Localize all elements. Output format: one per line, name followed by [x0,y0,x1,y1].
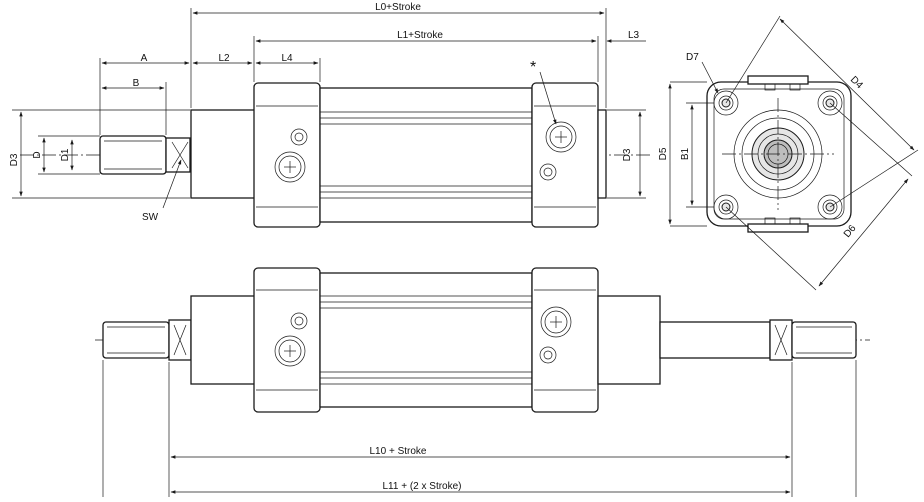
dim-d6: D6 [842,223,859,240]
dim-sw: SW [142,212,159,223]
dim-l3: L3 [628,30,640,41]
dim-d5: D5 [658,147,669,160]
side-view-top: * [20,59,650,228]
dim-d4: D4 [848,74,865,91]
rear-end-cap [531,82,599,228]
dim-l4: L4 [281,53,293,64]
rod-thread [99,135,191,175]
barrel [319,87,533,223]
left-end-cap [253,267,321,413]
rear-boss [597,109,607,199]
dim-l2: L2 [218,53,230,64]
right-bearing [597,295,661,385]
dimensions-bottom: L10 + Stroke L11 + (2 x Stroke) [102,360,857,497]
dim-l11: L11 + (2 x Stroke) [382,481,461,492]
dim-b1: B1 [680,147,691,160]
dimensions-top: L0+Stroke L1+Stroke L3 A L2 L4 B D3 [9,2,646,223]
dim-d3-right: D3 [622,148,633,161]
dim-a: A [141,53,148,64]
dim-d: D [32,151,43,158]
right-end-cap [531,267,599,413]
dim-l0: L0+Stroke [375,2,421,13]
left-bearing [190,295,256,385]
right-rod [659,319,857,361]
front-end-cap [253,82,321,228]
barrel-bottom [319,272,533,408]
dim-l1: L1+Stroke [397,30,443,41]
end-view: D5 B1 D7 D4 D6 [658,15,919,291]
left-rod [102,319,192,361]
dim-d1: D1 [60,148,71,161]
dim-b: B [133,78,140,89]
dim-d3-left: D3 [9,153,20,166]
port-star-marker: * [530,59,536,76]
dim-l10: L10 + Stroke [370,446,427,457]
side-view-double-rod [95,267,870,413]
front-bearing [190,109,256,199]
dim-d7: D7 [686,52,699,63]
